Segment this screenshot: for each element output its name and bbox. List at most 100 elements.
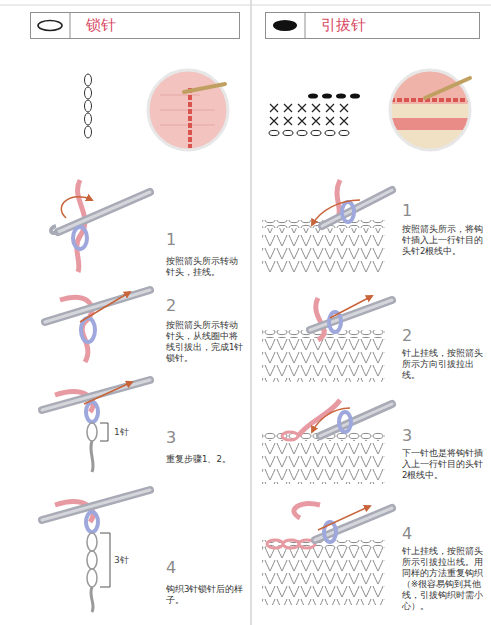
step-text: 下一针也是将钩针插入上一行针目的头针2根线中。 (402, 448, 484, 481)
step-illustration-part (87, 423, 97, 441)
step-illustration (42, 490, 150, 612)
step-illustration (262, 180, 392, 272)
step-text: 按照箭头所示转动针头，从线圈中将线引拔出，完成1针锁针。 (166, 320, 246, 364)
photo-circle-part (188, 88, 192, 148)
slip-stitch-chart (269, 93, 360, 135)
step-illustration-part (51, 226, 58, 233)
step-illustration-part (87, 551, 97, 569)
step-number: 3 (402, 428, 412, 444)
photo-circle (148, 70, 228, 150)
slip-stitch-chart-part (269, 130, 349, 135)
step-illustration (51, 180, 150, 272)
photo-circle-part (160, 110, 215, 111)
step-illustration-part (91, 587, 93, 612)
slip-stitch-chart-part (350, 93, 360, 98)
step-illustration-part (100, 533, 110, 587)
photo-circle-part (390, 70, 470, 150)
step-number: 2 (402, 328, 412, 344)
slip-stitch-chart-part-part (270, 117, 278, 125)
step-illustration-part (310, 300, 392, 330)
slip-stitch-chart-part-part (284, 117, 292, 125)
step-illustration (45, 290, 150, 362)
photo-circle-part (160, 125, 215, 126)
slip-stitch-chart-part-part (312, 117, 320, 125)
step-illustration-part (320, 404, 392, 436)
step-illustration-part (45, 290, 150, 322)
slip-stitch-chart-part (270, 104, 348, 125)
stitch-count: 3针 (113, 556, 130, 565)
step-illustration-part (294, 504, 320, 518)
step-text: 重复步骤1、2。 (166, 454, 246, 465)
photo-circle-part (160, 95, 200, 96)
slip-stitch-chart-part (336, 93, 346, 98)
slip-stitch-chart-part-part (326, 104, 334, 112)
step-illustration-part (84, 382, 132, 404)
step-number: 1 (166, 232, 176, 248)
slip-stitch-chart-part-part (297, 130, 307, 135)
header-title: 锁针 (86, 16, 116, 35)
photo-circle-part (148, 70, 228, 150)
step-illustration-part (262, 540, 385, 548)
chain-symbol (85, 74, 92, 138)
slip-stitch-chart-part-part (340, 117, 348, 125)
step-illustration-part (262, 440, 385, 484)
step-illustration-part (262, 548, 385, 605)
step-text: 按照箭头所示，将钩针插入上一行针目的头针2根线中。 (402, 224, 484, 257)
step-illustration-part (73, 227, 87, 249)
step-number: 1 (402, 203, 412, 219)
step-illustration-part (262, 338, 385, 382)
slip-stitch-chart-part (308, 93, 318, 98)
photo-circle (390, 70, 470, 150)
header-title: 引拔针 (321, 16, 366, 35)
slip-stitch-chart-part-part (269, 130, 279, 135)
step-illustration (262, 400, 392, 484)
step-illustration (262, 504, 392, 605)
step-illustration-part (310, 300, 392, 330)
step-illustration-part (58, 192, 150, 232)
header-symbols-part (38, 21, 62, 31)
slip-stitch-chart-part-part (311, 130, 321, 135)
slip-stitch-chart-part-part (325, 130, 335, 135)
step-illustration-part (100, 423, 108, 441)
step-illustration-part (87, 569, 97, 587)
step-illustration-part (320, 404, 392, 436)
frame-lines-part (251, 0, 252, 625)
step-number: 4 (166, 560, 176, 576)
chain-symbol-part (85, 87, 92, 99)
step-illustration-part (80, 292, 130, 322)
step-illustration-part (312, 408, 350, 432)
slip-stitch-chart-part-part (340, 104, 348, 112)
slip-stitch-chart-part-part (312, 104, 320, 112)
slip-stitch-chart-part-part (326, 117, 334, 125)
step-illustration-part (322, 190, 392, 226)
step-illustration-part (339, 412, 351, 432)
chain-symbol-part (85, 126, 92, 138)
slip-stitch-chart-part-part (298, 117, 306, 125)
step-illustration-part (283, 540, 299, 548)
photo-circle-part (390, 70, 470, 150)
photo-circle-part-part (390, 98, 470, 102)
step-text: 钩织3针锁针后的样子。 (166, 584, 246, 606)
photo-circle-part (425, 78, 470, 98)
header-symbols (38, 20, 297, 31)
step-illustration-part (267, 540, 283, 548)
slip-stitch-chart-part-part (284, 104, 292, 112)
header-symbols-part (273, 20, 297, 31)
frame-lines-part (0, 5, 491, 6)
frame-lines-part (70, 12, 71, 39)
step-text: 针上挂线，按照箭头所示方向引拔拉出线。 (402, 348, 484, 381)
step-illustration-part (342, 202, 354, 222)
slip-stitch-chart-part-part (298, 104, 306, 112)
step-text: 按照箭头所示转动针头，挂线。 (166, 256, 246, 278)
step-illustration-part (282, 432, 298, 440)
step-illustration-part (91, 441, 93, 472)
photo-circle-part-part (390, 104, 470, 118)
step-illustration (262, 296, 392, 382)
step-illustration-part (330, 296, 372, 318)
header-box: 锁针 (30, 12, 240, 39)
step-illustration (42, 380, 150, 472)
step-illustration-part (61, 197, 92, 218)
